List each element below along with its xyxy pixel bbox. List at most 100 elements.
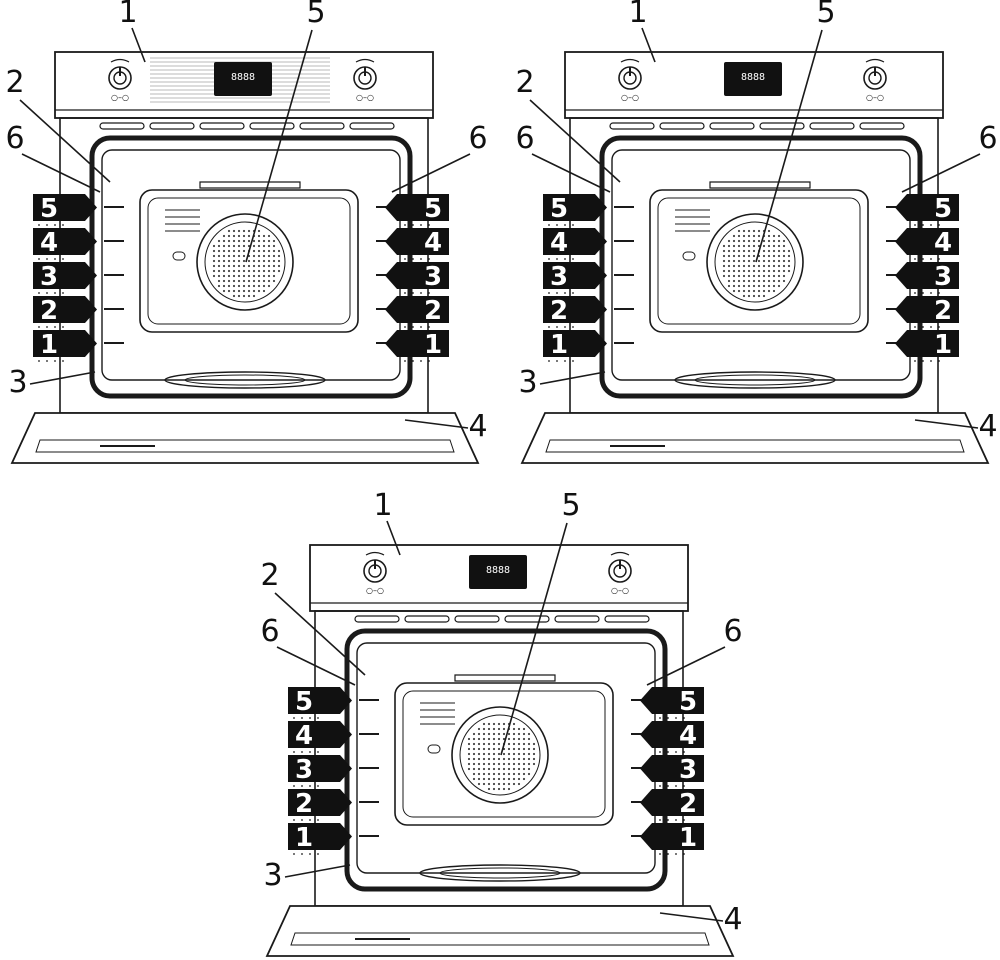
shelf-dot: [914, 360, 916, 362]
shelf-dot: [301, 717, 303, 719]
shelf-dot: [412, 258, 414, 260]
shelf-dot: [930, 224, 932, 226]
shelf-dot: [659, 717, 661, 719]
shelf-level-number: 4: [295, 721, 313, 751]
shelf-level-tag: [895, 228, 959, 255]
display-screen: [469, 555, 527, 589]
shelf-level-tag-icon: 2: [288, 789, 352, 821]
shelf-level-tag: [33, 262, 97, 289]
shelf-dot: [938, 292, 940, 294]
shelf-dot: [62, 258, 64, 260]
shelf-dot: [404, 258, 406, 260]
shelf-dot: [404, 292, 406, 294]
shelf-dot: [572, 326, 574, 328]
shelf-level-number: 1: [679, 823, 697, 853]
shelf-level-number: 3: [934, 262, 952, 292]
callout-number: 6: [5, 121, 24, 156]
oven-door: [10, 412, 480, 464]
shelf-dot: [564, 258, 566, 260]
shelf-dot: [922, 224, 924, 226]
shelf-dot: [914, 326, 916, 328]
shelf-dot: [293, 785, 295, 787]
shelf-dot: [675, 853, 677, 855]
oven-door: [520, 412, 990, 464]
vent-slot: [299, 122, 345, 130]
shelf-level-tag: [385, 228, 449, 255]
shelf-dot: [556, 326, 558, 328]
shelf-level-number: 2: [679, 789, 697, 819]
shelf-dot: [317, 751, 319, 753]
shelf-level-tag: [640, 823, 704, 850]
vent-slot: [349, 122, 395, 130]
shelf-dot: [38, 224, 40, 226]
display-readout: 8888: [486, 565, 510, 576]
shelf-level-tag: [288, 755, 352, 782]
callout-leader: [131, 27, 146, 63]
shelf-level-tag-icon: 4: [543, 228, 607, 260]
shelf-level-tag-icon: 5: [640, 687, 704, 719]
shelf-dot: [922, 258, 924, 260]
callout-leader: [531, 153, 611, 193]
display: 8888: [724, 62, 782, 96]
shelf-level-number: 5: [424, 194, 442, 224]
shelf-dot: [404, 360, 406, 362]
vent-slot: [709, 122, 755, 130]
shelf-dot: [938, 360, 940, 362]
shelf-dot: [309, 819, 311, 821]
callout-number: 6: [978, 121, 997, 156]
shelf-dot: [572, 292, 574, 294]
shelf-level-number: 4: [550, 228, 568, 258]
svg-text:○–○: ○–○: [111, 93, 129, 102]
shelf-dot: [404, 224, 406, 226]
shelf-level-tag-icon: 5: [895, 194, 959, 226]
callout-number: 6: [260, 614, 279, 649]
shelf-level-tag-icon: 3: [288, 755, 352, 787]
svg-text:○–○: ○–○: [611, 586, 629, 595]
shelf-level-number: 1: [40, 330, 58, 360]
shelf-level-tag-icon: 3: [543, 262, 607, 294]
shelf-dot: [46, 224, 48, 226]
shelf-level-number: 1: [934, 330, 952, 360]
vent-slot: [554, 615, 600, 623]
control-panel: 8888○–○○–○: [564, 51, 944, 119]
shelf-dot: [675, 751, 677, 753]
shelf-dot: [675, 717, 677, 719]
shelf-dot: [930, 326, 932, 328]
shelf-level-tag: [288, 789, 352, 816]
shelf-level-number: 2: [550, 296, 568, 326]
shelf-dot: [659, 853, 661, 855]
shelf-level-tag: [288, 823, 352, 850]
shelf-dot: [38, 292, 40, 294]
shelf-dot: [564, 360, 566, 362]
shelf-dot: [412, 224, 414, 226]
shelf-dot: [564, 292, 566, 294]
shelf-dot: [293, 751, 295, 753]
shelf-dot: [420, 292, 422, 294]
callout-leader: [245, 29, 313, 263]
shelf-dot: [667, 819, 669, 821]
oven-light: [172, 251, 186, 261]
callout-number: 3: [263, 858, 282, 893]
control-panel: 8888○–○○–○: [54, 51, 434, 119]
shelf-dot: [683, 785, 685, 787]
shelf-level-tag: [33, 228, 97, 255]
shelf-level-number: 2: [295, 789, 313, 819]
vent-slot: [504, 615, 550, 623]
shelf-dot: [46, 292, 48, 294]
shelf-level-number: 5: [934, 194, 952, 224]
shelf-level-tag: [33, 296, 97, 323]
vent-slot: [454, 615, 500, 623]
shelf-dot: [683, 717, 685, 719]
control-panel: 8888○–○○–○: [309, 544, 689, 612]
callout-leader: [391, 153, 471, 193]
shelf-level-number: 4: [679, 721, 697, 751]
shelf-dot: [938, 326, 940, 328]
shelf-dot: [420, 224, 422, 226]
fan-grille-icon: [706, 213, 804, 311]
shelf-dot: [683, 751, 685, 753]
shelf-dot: [667, 717, 669, 719]
shelf-level-tag-icon: 1: [895, 330, 959, 362]
shelf-level-number: 2: [424, 296, 442, 326]
